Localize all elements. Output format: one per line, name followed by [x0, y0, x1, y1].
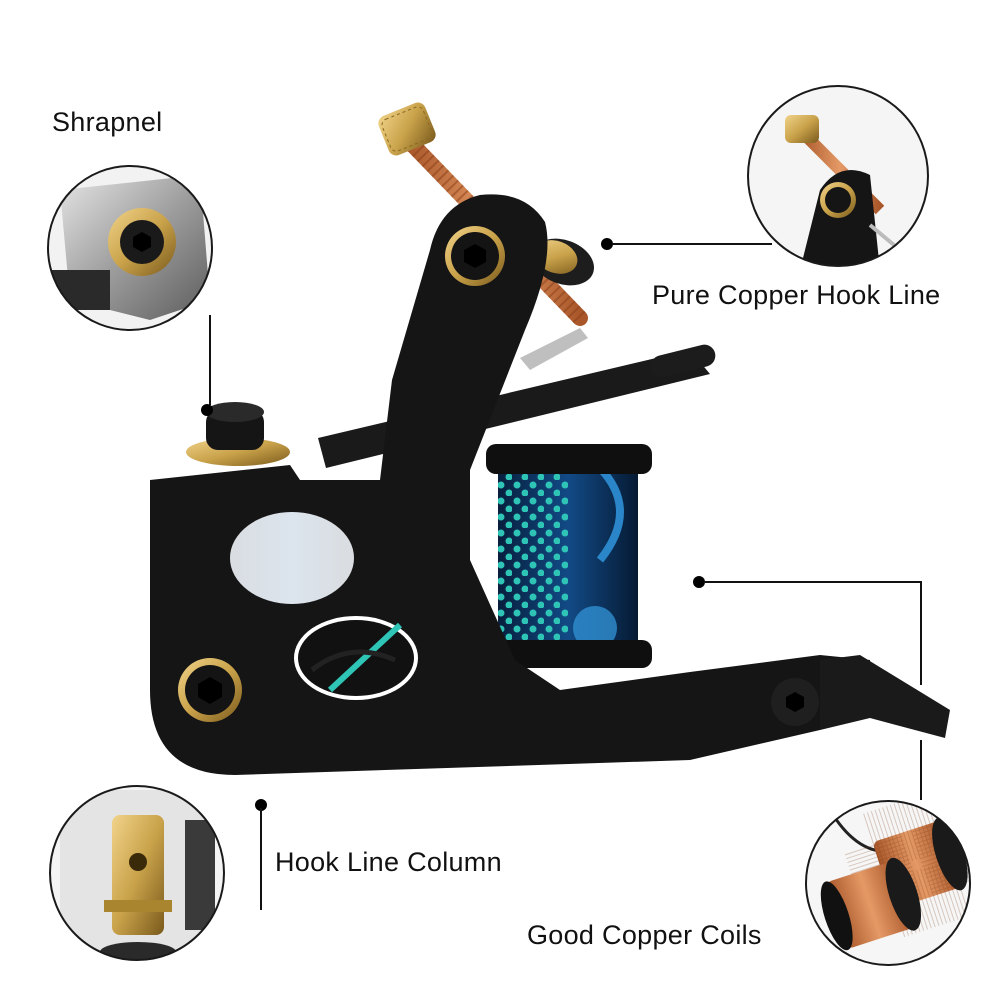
detail-hook-line — [747, 85, 929, 267]
callout-line — [704, 581, 922, 685]
label-shrapnel: Shrapnel — [52, 107, 163, 137]
detail-hook-line-column — [49, 785, 225, 961]
callout-dot-icon — [201, 404, 213, 416]
label-copper-coils: Good Copper Coils — [527, 920, 762, 950]
hex-screw-icon — [771, 678, 819, 726]
detail-shrapnel — [47, 165, 213, 331]
label-hook-line-column: Hook Line Column — [275, 847, 502, 877]
hex-screw-icon — [178, 658, 242, 722]
callout-dot-icon — [601, 238, 613, 250]
detail-copper-coils — [805, 800, 971, 966]
front-coil — [486, 444, 652, 668]
callout-dot-icon — [255, 799, 267, 811]
tattoo-machine — [150, 102, 950, 775]
label-hook-line: Pure Copper Hook Line — [652, 280, 941, 310]
hex-screw-icon — [445, 226, 505, 286]
callout-dot-icon — [693, 576, 705, 588]
